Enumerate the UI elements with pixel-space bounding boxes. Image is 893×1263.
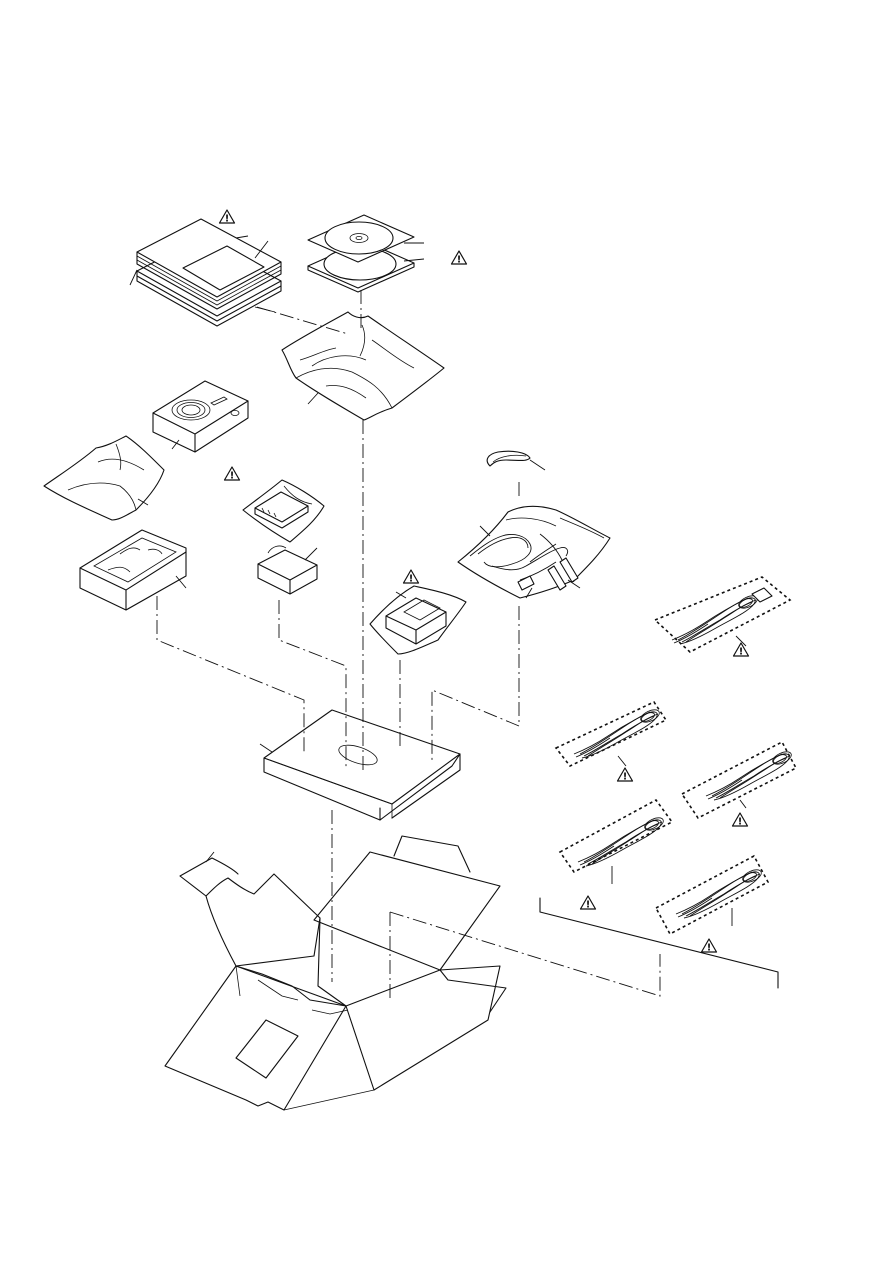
warning-icon xyxy=(220,210,235,225)
cd-rom-icon xyxy=(308,215,467,292)
inner-tray-icon xyxy=(260,710,460,820)
ac-cord-icon xyxy=(655,577,790,658)
ac-cord-icon xyxy=(682,742,796,828)
warning-icon xyxy=(452,251,467,266)
ac-cord-icon xyxy=(560,800,672,911)
warning-icon xyxy=(702,939,717,954)
warning-icon xyxy=(733,813,748,828)
warning-icon xyxy=(618,768,633,783)
cord-group-bracket xyxy=(540,898,778,988)
wrist-strap-icon xyxy=(487,451,545,470)
warning-icon xyxy=(581,896,596,911)
poly-bag-icon xyxy=(44,436,164,520)
cushion-tray-icon xyxy=(80,530,186,610)
cable-set-icon xyxy=(458,506,610,598)
manual-booklets-icon xyxy=(130,210,281,326)
warning-icon xyxy=(225,467,240,482)
poly-bag-icon xyxy=(282,312,444,420)
warning-icon xyxy=(404,570,419,585)
ac-cord-icon xyxy=(656,856,768,954)
battery-pack-icon xyxy=(258,546,317,594)
battery-charger-icon xyxy=(370,570,466,654)
carton-box-icon xyxy=(165,836,506,1110)
ac-cord-icon xyxy=(556,702,666,783)
battery-pack-icon xyxy=(225,467,325,542)
warning-icon xyxy=(734,643,749,658)
camera-icon xyxy=(153,381,248,452)
